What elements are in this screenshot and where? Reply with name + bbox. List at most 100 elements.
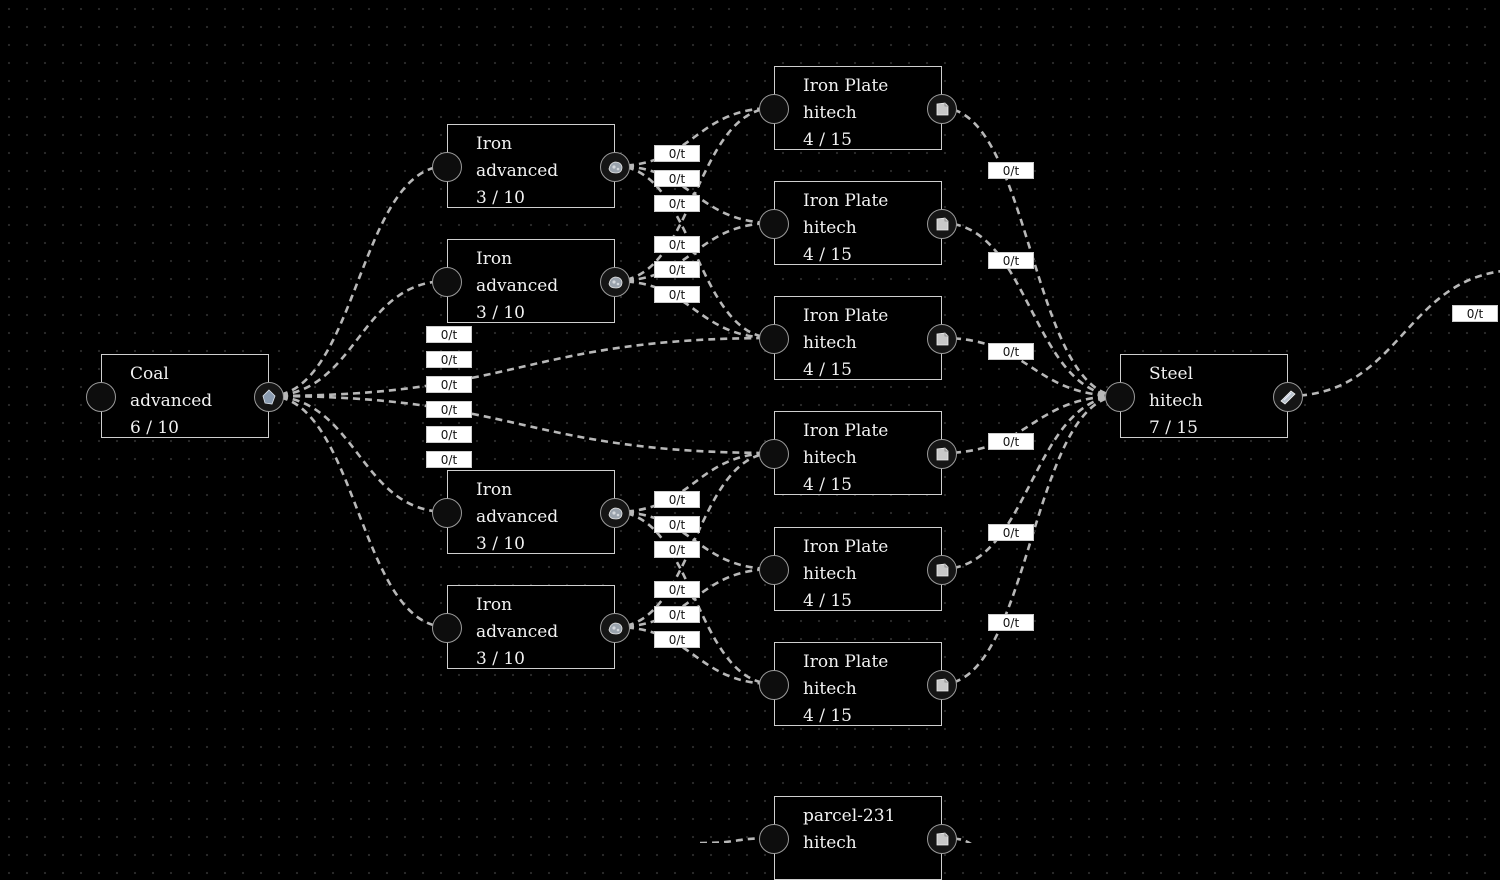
connection-iron3-plate4[interactable]	[614, 451, 775, 514]
connection-plate3-steel[interactable]	[941, 336, 1121, 398]
flow-rate-label[interactable]: 0/t	[654, 261, 700, 278]
connection-plate5-steel[interactable]	[941, 394, 1121, 571]
output-port[interactable]	[927, 324, 957, 354]
node-count: 6 / 10	[130, 418, 179, 438]
connection-iron2-plate3[interactable]	[614, 279, 775, 340]
output-port[interactable]	[600, 613, 630, 643]
flow-rate-label[interactable]: 0/t	[988, 162, 1034, 179]
flow-rate-label[interactable]: 0/t	[654, 236, 700, 253]
connection-coal-plate4[interactable]	[268, 394, 775, 455]
flow-rate-label[interactable]: 0/t	[988, 252, 1034, 269]
flow-rate-label[interactable]: 0/t	[426, 401, 472, 418]
node-title: Iron	[476, 595, 513, 615]
flow-rate-label[interactable]: 0/t	[654, 606, 700, 623]
output-port[interactable]	[927, 670, 957, 700]
connection-iron4-plate4[interactable]	[614, 451, 775, 629]
output-port[interactable]	[254, 382, 284, 412]
flow-rate-label[interactable]: 0/t	[654, 491, 700, 508]
flow-rate-label[interactable]: 0/t	[654, 541, 700, 558]
input-port[interactable]	[432, 613, 462, 643]
input-port[interactable]	[432, 152, 462, 182]
output-port[interactable]	[927, 439, 957, 469]
connection-plate4-steel[interactable]	[941, 394, 1121, 455]
flow-rate-label[interactable]: 0/t	[426, 451, 472, 468]
node-count: 4 / 15	[803, 591, 852, 611]
input-port[interactable]	[1105, 382, 1135, 412]
connection-coal-iron2[interactable]	[268, 279, 448, 398]
connection-plate6-steel[interactable]	[941, 394, 1121, 686]
coal-icon	[262, 389, 276, 405]
connection-coal-iron4[interactable]	[268, 394, 448, 629]
connection-coal-iron1[interactable]	[268, 164, 448, 398]
input-port[interactable]	[86, 382, 116, 412]
flow-rate-label[interactable]: 0/t	[654, 516, 700, 533]
flow-rate-label[interactable]: 0/t	[1452, 305, 1498, 322]
connection-iron2-plate1[interactable]	[614, 106, 775, 283]
flow-rate-label[interactable]: 0/t	[988, 524, 1034, 541]
node-iron4[interactable]: Iron advanced 3 / 10	[432, 585, 630, 669]
output-port[interactable]	[1273, 382, 1303, 412]
flow-rate-label[interactable]: 0/t	[654, 631, 700, 648]
connection-plate2-steel[interactable]	[941, 221, 1121, 398]
flow-rate-label[interactable]: 0/t	[426, 351, 472, 368]
input-port[interactable]	[759, 209, 789, 239]
flow-rate-label[interactable]: 0/t	[654, 581, 700, 598]
output-port[interactable]	[600, 267, 630, 297]
connection-coal-plate3[interactable]	[268, 336, 775, 398]
input-port[interactable]	[759, 324, 789, 354]
connection-steel-out[interactable]	[1287, 270, 1500, 398]
flow-rate-label[interactable]: 0/t	[654, 145, 700, 162]
node-tier: hitech	[803, 564, 857, 584]
output-port[interactable]	[927, 824, 957, 854]
flow-rate-label[interactable]: 0/t	[654, 286, 700, 303]
iron-plate-icon	[936, 332, 949, 346]
connection-iron1-plate1[interactable]	[614, 106, 775, 168]
flow-rate-label[interactable]: 0/t	[988, 614, 1034, 631]
connection-coal-iron3[interactable]	[268, 394, 448, 514]
flow-rate-label[interactable]: 0/t	[426, 326, 472, 343]
flow-rate-label[interactable]: 0/t	[654, 170, 700, 187]
connection-iron4-plate6[interactable]	[614, 625, 775, 686]
node-tier: advanced	[476, 622, 559, 642]
node-count: 3 / 10	[476, 649, 525, 669]
input-port[interactable]	[432, 498, 462, 528]
node-tier: hitech	[803, 833, 857, 853]
flow-rate-label[interactable]: 0/t	[988, 343, 1034, 360]
input-port[interactable]	[759, 94, 789, 124]
flow-rate-label[interactable]: 0/t	[654, 195, 700, 212]
output-port[interactable]	[600, 152, 630, 182]
flow-rate-label[interactable]: 0/t	[426, 426, 472, 443]
input-port[interactable]	[759, 670, 789, 700]
output-port[interactable]	[600, 498, 630, 528]
iron-plate-icon	[936, 563, 949, 577]
node-count: 3 / 10	[476, 534, 525, 554]
input-port[interactable]	[759, 439, 789, 469]
input-port[interactable]	[759, 824, 789, 854]
flow-rate-label[interactable]: 0/t	[426, 376, 472, 393]
flow-rate-label[interactable]: 0/t	[988, 433, 1034, 450]
output-port[interactable]	[927, 94, 957, 124]
node-tier: hitech	[1149, 391, 1203, 411]
node-tier: hitech	[803, 333, 857, 353]
connection-plate1-steel[interactable]	[941, 106, 1121, 398]
connection-iron4-plate5[interactable]	[614, 567, 775, 629]
input-port[interactable]	[432, 267, 462, 297]
output-port[interactable]	[927, 209, 957, 239]
output-port[interactable]	[927, 555, 957, 585]
input-port[interactable]	[759, 555, 789, 585]
